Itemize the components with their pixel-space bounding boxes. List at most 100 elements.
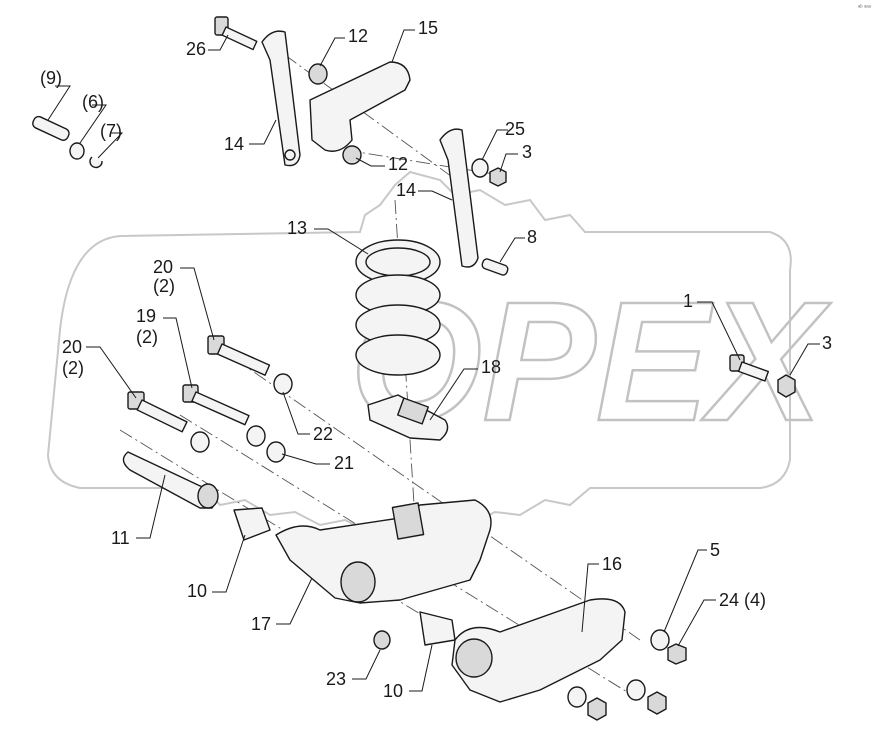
link-part	[261, 30, 301, 167]
pin-part	[481, 258, 509, 276]
callout-label: 20	[153, 257, 173, 277]
mount-bracket-part	[451, 598, 626, 703]
bolt-shank	[191, 391, 250, 426]
bolt-shank	[136, 399, 188, 433]
callout-label: (6)	[82, 92, 104, 112]
leader-line	[391, 29, 415, 63]
callout-label: 14	[224, 134, 244, 154]
leader-line	[697, 301, 741, 361]
callout-label: 12	[348, 26, 368, 46]
leader-line	[499, 153, 518, 173]
callout-label: 1	[683, 291, 693, 311]
washer-part	[273, 373, 293, 395]
callout-label: 11	[111, 528, 130, 548]
callout-label: 5	[710, 540, 720, 560]
leader-line	[282, 391, 310, 435]
leader-line	[409, 644, 433, 692]
spring-seat-pocket	[397, 397, 429, 425]
bushing-part	[233, 507, 271, 541]
bushing-part	[308, 63, 328, 85]
callouts: (9) (6) (7) 26 12 15 14 12 25 3 14 13 8 …	[40, 18, 832, 701]
washer-part	[567, 686, 587, 708]
callout-label: 3	[522, 142, 532, 162]
bolt-shank	[216, 343, 271, 376]
leader-line	[281, 453, 330, 465]
leader-line	[208, 34, 229, 51]
leader-line	[79, 104, 107, 144]
leader-line	[355, 157, 385, 167]
bolt-shank	[221, 26, 258, 51]
callout-label: 18	[481, 357, 501, 377]
arm-bore	[340, 561, 376, 603]
callout-label: 22	[313, 424, 333, 444]
leader-line	[789, 343, 820, 376]
bracket-part	[309, 61, 411, 152]
pin-part	[32, 115, 70, 141]
leader-line	[163, 317, 193, 389]
callout-label: 13	[287, 218, 307, 238]
leader-line	[249, 119, 277, 145]
bushing-part	[342, 145, 362, 165]
link-hole	[284, 149, 296, 161]
leader-line	[180, 267, 215, 341]
washer-part	[650, 629, 670, 651]
callout-label: 10	[383, 681, 403, 701]
callout-label: 25	[505, 119, 525, 139]
axis-line	[214, 344, 641, 641]
callout-label: 24 (4)	[719, 590, 766, 610]
callout-label: 15	[418, 18, 438, 38]
leader-line	[581, 563, 599, 633]
leader-line	[481, 129, 508, 161]
bushing-part	[373, 630, 391, 650]
callout-label: (2)	[136, 327, 158, 347]
leader-line	[314, 228, 369, 255]
callout-label: 8	[527, 227, 537, 247]
callout-label: (9)	[40, 68, 62, 88]
nut-part	[667, 643, 687, 665]
callout-label: 21	[334, 453, 354, 473]
link-part	[439, 128, 479, 268]
washer-part	[626, 679, 646, 701]
callout-label: (7)	[100, 121, 122, 141]
callout-label: 14	[396, 180, 416, 200]
nut-part	[489, 167, 507, 187]
callout-label: 12	[388, 154, 408, 174]
leader-line	[319, 37, 345, 67]
spring-part	[355, 239, 441, 376]
washer-part	[266, 441, 286, 463]
nut-part	[777, 374, 796, 398]
bolt-shank	[737, 361, 770, 382]
washer-part	[246, 425, 266, 447]
leader-line	[663, 549, 707, 633]
leader-line	[86, 346, 137, 399]
callout-label: 26	[186, 39, 206, 59]
leader-line	[136, 474, 166, 539]
callout-label: 17	[251, 614, 271, 634]
nut-part	[647, 691, 667, 715]
leader-line	[429, 368, 478, 421]
callout-label: 20	[62, 337, 82, 357]
leader-line	[97, 132, 124, 159]
leader-line	[499, 237, 525, 263]
washer-part	[190, 431, 210, 453]
leader-line	[47, 85, 71, 121]
bracket-bore	[455, 638, 493, 678]
leader-line	[212, 534, 246, 593]
clip-part	[89, 156, 103, 169]
swing-arm-part	[275, 499, 492, 604]
callout-label: 3	[822, 333, 832, 353]
washer-part	[471, 158, 489, 178]
callout-label: 19	[136, 306, 156, 326]
callout-label: 10	[187, 581, 207, 601]
corner-mark: ᵃᵇ ᵃᵃᵃ	[858, 4, 872, 11]
leader-line	[418, 190, 453, 201]
leader-line	[352, 649, 381, 680]
parts	[32, 16, 796, 721]
callout-label: (2)	[62, 358, 84, 378]
leader-lines	[47, 29, 820, 692]
callout-label: (2)	[153, 276, 175, 296]
bushing-part	[419, 611, 456, 646]
leader-line	[276, 577, 313, 625]
callout-label: 23	[326, 669, 346, 689]
